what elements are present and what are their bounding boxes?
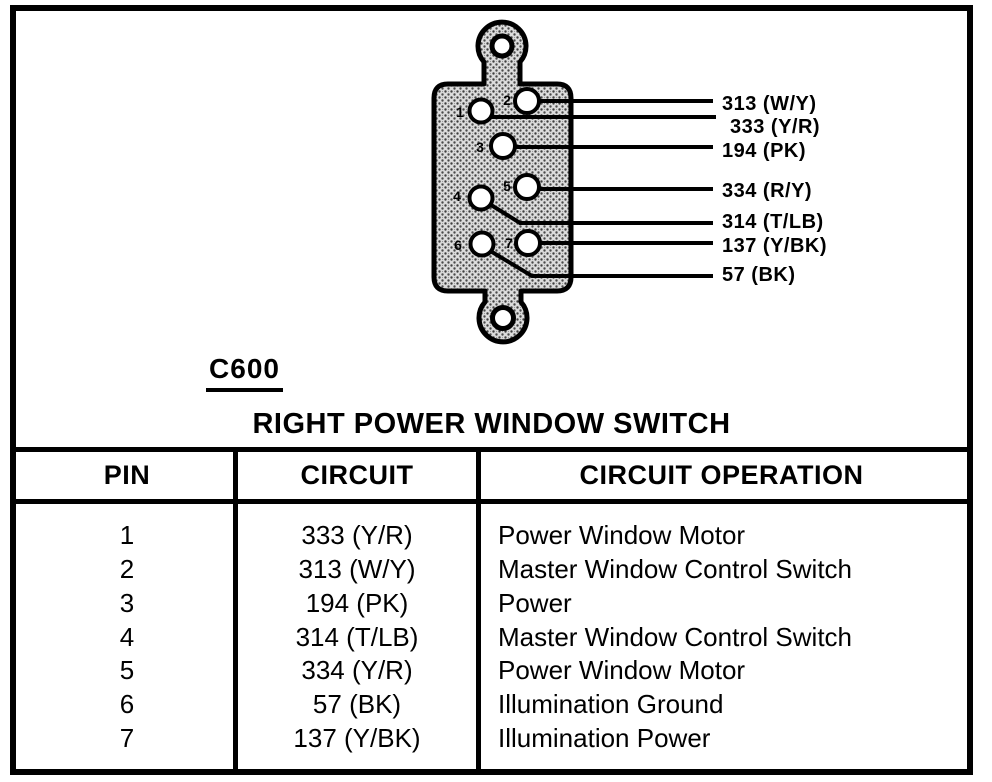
wire-label-57: 57 (BK) — [722, 264, 796, 286]
table-divider-2 — [476, 447, 481, 769]
wire-line-314 — [481, 198, 713, 225]
connector-illustration: 1 2 3 4 5 6 7 — [431, 19, 716, 345]
wire-label-334: 334 (R/Y) — [722, 180, 813, 202]
pin-3-circle — [489, 132, 517, 160]
pin-cell: 2 — [119, 554, 135, 585]
circuit-cell: 137 (Y/BK) — [293, 722, 421, 753]
pin-table: PIN CIRCUIT CIRCUIT OPERATION 1 333 (Y/R… — [16, 11, 967, 769]
table-divider-1 — [233, 447, 238, 769]
operation-cell: Master Window Control Switch — [498, 621, 852, 652]
operation-cell: Power Window Motor — [498, 655, 746, 686]
table-row: 2 313 (W/Y) Master Window Control Switch — [16, 553, 967, 587]
table-body: 1 333 (Y/R) Power Window Motor 2 313 (W/… — [16, 519, 967, 755]
wire-label-137: 137 (Y/BK) — [722, 235, 828, 257]
table-row: 1 333 (Y/R) Power Window Motor — [16, 519, 967, 553]
pin-5-number: 5 — [503, 178, 511, 194]
pin-2-number: 2 — [503, 92, 511, 108]
operation-cell: Power Window Motor — [498, 520, 746, 551]
table-header-rule — [16, 499, 967, 504]
circuit-cell: 334 (Y/R) — [301, 655, 413, 686]
pin-7-circle — [514, 229, 542, 257]
pin-cell: 3 — [119, 587, 135, 618]
connector-id-wrap: C600 — [16, 353, 473, 392]
pin-cell: 6 — [119, 688, 135, 719]
pin-4-number: 4 — [453, 188, 461, 204]
diagram-title: RIGHT POWER WINDOW SWITCH — [252, 408, 731, 440]
pin-6-circle — [468, 230, 496, 258]
table-row: 4 314 (T/LB) Master Window Control Switc… — [16, 620, 967, 654]
pin-5-circle — [513, 173, 541, 201]
pin-6-number: 6 — [454, 237, 462, 253]
circuit-cell: 194 (PK) — [305, 587, 409, 618]
circuit-cell: 57 (BK) — [312, 688, 402, 719]
wire-line-57 — [480, 244, 713, 278]
pin-cell: 7 — [119, 722, 135, 753]
table-row: 3 194 (PK) Power — [16, 586, 967, 620]
circuit-cell: 314 (T/LB) — [295, 621, 419, 652]
header-pin: PIN — [103, 460, 151, 490]
wire-label-333: 333 (Y/R) — [730, 116, 821, 138]
wire-label-313: 313 (W/Y) — [722, 93, 817, 115]
circuit-cell: 333 (Y/R) — [301, 520, 413, 551]
diagram-area: 1 2 3 4 5 6 7 313 (W/Y) 333 (Y/R) 194 (P… — [16, 11, 967, 769]
table-row: 7 137 (Y/BK) Illumination Power — [16, 721, 967, 755]
operation-cell: Power — [498, 587, 572, 618]
mounting-hole-bottom-icon — [490, 305, 516, 331]
pin-cell: 5 — [119, 655, 135, 686]
table-top-rule — [16, 447, 967, 452]
connector-id-label: C600 — [206, 353, 283, 392]
pin-cell: 4 — [119, 621, 135, 652]
wire-label-314: 314 (T/LB) — [722, 211, 824, 233]
operation-cell: Illumination Power — [498, 722, 711, 753]
table-header-row: PIN CIRCUIT CIRCUIT OPERATION — [16, 452, 967, 499]
pin-4-circle — [467, 184, 495, 212]
operation-cell: Illumination Ground — [498, 688, 724, 719]
pin-3-number: 3 — [476, 139, 484, 155]
mounting-hole-top-icon — [489, 33, 515, 59]
pin-1-circle — [467, 97, 495, 125]
pin-1-number: 1 — [456, 104, 464, 120]
pin-cell: 1 — [119, 520, 135, 551]
pin-7-number: 7 — [505, 235, 513, 251]
header-operation: CIRCUIT OPERATION — [579, 460, 864, 490]
header-circuit: CIRCUIT — [300, 460, 414, 490]
pin-2-circle — [513, 87, 541, 115]
outer-frame: 1 2 3 4 5 6 7 313 (W/Y) 333 (Y/R) 194 (P… — [10, 5, 973, 775]
table-row: 5 334 (Y/R) Power Window Motor — [16, 654, 967, 688]
circuit-cell: 313 (W/Y) — [298, 554, 416, 585]
wire-label-194: 194 (PK) — [722, 140, 807, 162]
table-row: 6 57 (BK) Illumination Ground — [16, 688, 967, 722]
operation-cell: Master Window Control Switch — [498, 554, 852, 585]
